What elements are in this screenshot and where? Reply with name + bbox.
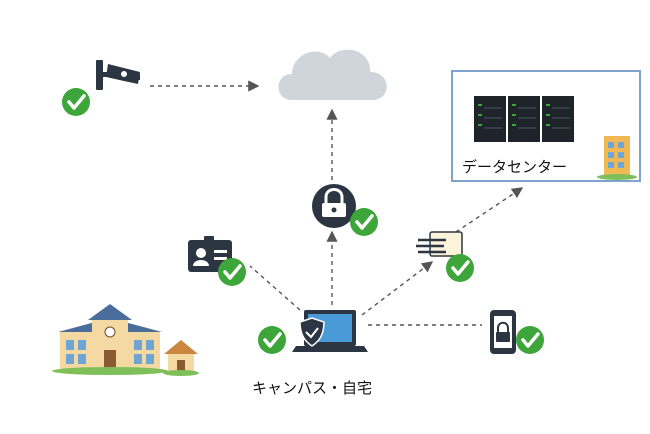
line-laptop-to-idcard <box>249 265 301 311</box>
padlock-icon <box>312 184 356 228</box>
campus-home-label: キャンパス・自宅 <box>252 379 373 397</box>
shielded-laptop-icon <box>292 310 368 352</box>
mobile-lock-icon <box>490 310 516 354</box>
server-rack-icon <box>474 96 574 142</box>
datacenter-label: データセンター <box>462 158 568 176</box>
connectors <box>150 80 524 326</box>
house-icon <box>163 340 199 376</box>
school-building-icon <box>52 304 168 375</box>
arrow-device-to-datacenter <box>455 187 524 233</box>
arrow-laptop-to-device <box>361 261 434 316</box>
cloud-icon <box>278 49 387 100</box>
network-device-icon <box>416 231 463 257</box>
security-camera-icon <box>96 60 140 90</box>
office-building-icon <box>597 136 637 180</box>
